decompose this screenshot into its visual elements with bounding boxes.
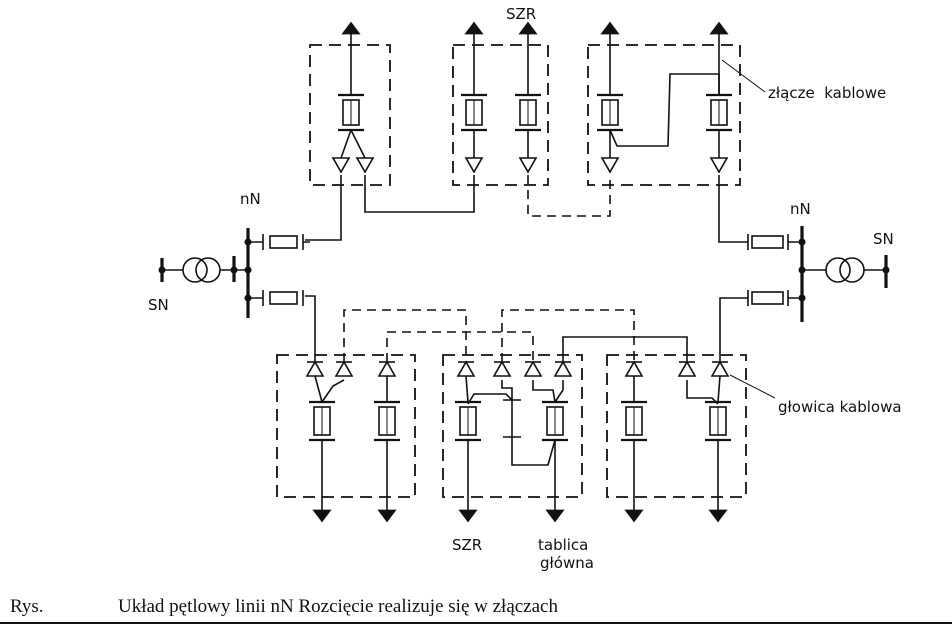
nn-left-label: nN: [240, 190, 261, 208]
cable-head-icon: [305, 360, 325, 377]
zlacze-kablowe-label: złącze kablowe: [768, 84, 886, 102]
cable-head-icon: [464, 157, 484, 174]
lower-cable-joint-1: [276, 354, 416, 498]
sn-right-label: SN: [873, 230, 894, 248]
cable-head-icon: [624, 360, 644, 377]
right-transformer-coil-1: [825, 257, 851, 283]
tablica-label: tablica: [538, 536, 588, 554]
left-transformer-coil-1: [182, 257, 208, 283]
szr-bottom-label: SZR: [452, 536, 482, 554]
cable-head-icon: [355, 157, 375, 174]
caption-prefix: Rys.: [10, 596, 44, 617]
cable-head-icon: [518, 157, 538, 174]
upper-cable-joint-1: [309, 44, 391, 186]
cable-head-icon: [334, 360, 354, 377]
lower-cable-joint-2: [442, 354, 583, 498]
szr-top-label: SZR: [506, 5, 536, 23]
lower-cable-joint-3: [606, 354, 747, 498]
upper-cable-joint-2: [452, 44, 549, 186]
left-substation: [158, 228, 310, 318]
cable-head-icon: [677, 360, 697, 377]
glowna-label: główna: [540, 554, 594, 572]
zlacze-leader-line: [721, 59, 766, 93]
right-transformer-coil-2: [839, 257, 865, 283]
right-substation: [745, 226, 890, 322]
cable-head-icon: [710, 360, 730, 377]
cable-head-icon: [331, 157, 351, 174]
left-transformer-coil-2: [195, 257, 221, 283]
lower-wiring: [305, 295, 745, 466]
caption-rule: [0, 622, 952, 624]
cable-head-icon: [456, 360, 476, 377]
sn-left-label: SN: [148, 296, 169, 314]
figure-caption: Rys. Układ pętlowy linii nN Rozcięcie rea…: [10, 596, 940, 618]
upper-cable-joint-3: [587, 44, 741, 186]
cable-head-icon: [377, 360, 397, 377]
feeder-group: [305, 21, 732, 523]
glowica-kablowa-label: głowica kablowa: [778, 398, 902, 416]
loop-circuit-diagram: SZR nN nN SN SN złącze kablowe głowica k…: [148, 5, 902, 572]
cable-head-icon: [709, 157, 729, 174]
cable-head-icon: [600, 157, 620, 174]
caption-text: Układ pętlowy linii nN Rozcięcie realizu…: [118, 596, 558, 617]
cable-head-icon: [553, 360, 573, 377]
upper-wiring: [305, 73, 745, 243]
glowica-leader-line: [729, 374, 776, 399]
cable-head-icon: [523, 360, 543, 377]
cable-head-icon: [492, 360, 512, 377]
nn-right-label: nN: [790, 200, 811, 218]
